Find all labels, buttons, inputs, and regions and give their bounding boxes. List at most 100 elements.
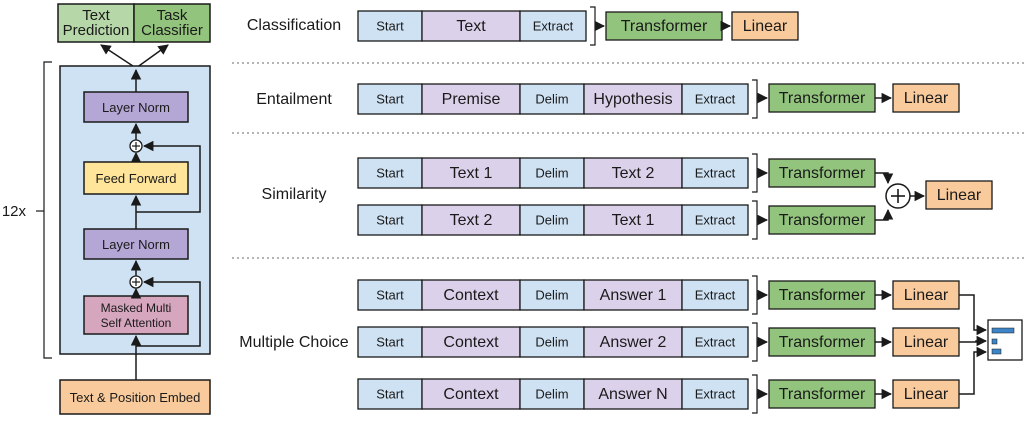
mc-connector-1 — [959, 294, 988, 336]
multiple-choice-row-2-token-extract: Extract — [695, 335, 736, 350]
layer-norm-bottom-label: Layer Norm — [102, 237, 170, 252]
similarity-row-1-token-start: Start — [376, 166, 404, 181]
multiple-choice-row-1-cell-start — [357, 279, 423, 311]
similarity-row-2-token-text-2: Text 2 — [450, 212, 493, 229]
multiple-choice-transformer-3 — [768, 379, 876, 409]
task-label-classification: Classification — [247, 17, 341, 34]
multiple-choice-transformer-2 — [768, 327, 876, 357]
task-label-entailment: Entailment — [256, 91, 332, 108]
multiple-choice-row-1-token-answer-1: Answer 1 — [600, 287, 667, 304]
residual-path-top — [136, 140, 201, 213]
multiple-choice-row-3-token-context: Context — [443, 386, 499, 403]
multiple-choice-row-3-cell-context — [421, 378, 521, 410]
similarity-row-2-cell-text-2 — [421, 204, 521, 236]
multiple-choice-row-2-token-start: Start — [376, 335, 404, 350]
multiple-choice-row-3-cell-delim — [519, 378, 585, 410]
classification-row-token-start: Start — [376, 19, 404, 34]
similarity-row-1-token-extract: Extract — [695, 166, 736, 181]
multiple-choice-transformer-3-label: Transformer — [779, 386, 866, 403]
multiple-choice-transformer-1-label: Transformer — [779, 287, 866, 304]
multiple-choice-row-3-token-start: Start — [376, 387, 404, 402]
layer-norm-top-label: Layer Norm — [102, 100, 170, 115]
multiple-choice-row-1-cell-extract — [681, 279, 749, 311]
similarity-transformer-2-label: Transformer — [779, 212, 866, 229]
similarity-row-2-token-delim: Delim — [535, 213, 568, 228]
similarity-row-1-token-text-1: Text 1 — [450, 165, 493, 182]
multiple-choice-row-2-cell-start — [357, 326, 423, 358]
mc-connector-2 — [959, 335, 988, 347]
layer-norm-bottom — [83, 228, 189, 260]
multiple-choice-row-1-token-context: Context — [443, 287, 499, 304]
text-position-embed-label: Text & Position Embed — [70, 390, 201, 405]
multiple-choice-linear-3 — [892, 379, 960, 409]
entailment-linear-label: Linear — [904, 90, 949, 107]
classification-transformer-label: Transformer — [621, 18, 708, 35]
multiple-choice-row-3-token-answer-n: Answer N — [598, 386, 667, 403]
similarity-row-1-cell-extract — [681, 157, 749, 189]
similarity-row-1-token-text-2: Text 2 — [612, 165, 655, 182]
classification-row-cell-extract — [519, 10, 587, 42]
entailment-row-cell-hypothesis — [583, 83, 683, 115]
multiple-choice-linear-2 — [892, 327, 960, 357]
multiple-choice-row-2-cell-answer-2 — [583, 326, 683, 358]
multiple-choice-transformer-1 — [768, 280, 876, 310]
multiple-choice-row-3-cell-answer-n — [583, 378, 683, 410]
similarity-linear-label: Linear — [937, 187, 982, 204]
residual-path-bottom — [136, 276, 201, 347]
similarity-row-2-bracket — [752, 200, 758, 240]
entailment-row-token-delim: Delim — [535, 92, 568, 107]
multiple-choice-row-3-token-extract: Extract — [695, 387, 736, 402]
classification-transformer — [605, 11, 723, 41]
multiple-choice-row-2-token-context: Context — [443, 334, 499, 351]
multiple-choice-row-1-cell-context — [421, 279, 521, 311]
entailment-row-bracket — [752, 79, 758, 119]
feed-forward — [83, 161, 189, 195]
arrow-to-text-prediction — [100, 44, 137, 69]
classification-linear-label: Linear — [743, 18, 788, 35]
entailment-row-cell-extract — [681, 83, 749, 115]
similarity-linear — [925, 180, 993, 210]
similarity-merge-top — [875, 172, 894, 185]
similarity-transformer-2 — [768, 205, 876, 235]
multiple-choice-row-2-token-delim: Delim — [535, 335, 568, 350]
entailment-row-token-premise: Premise — [442, 91, 501, 108]
classification-row-bracket — [590, 6, 596, 46]
multiple-choice-linear-2-label: Linear — [904, 334, 949, 351]
multiple-choice-row-1-token-start: Start — [376, 288, 404, 303]
entailment-linear — [892, 83, 960, 113]
multiple-choice-row-1-cell-answer-1 — [583, 279, 683, 311]
entailment-transformer — [768, 83, 876, 113]
multiple-choice-row-3-token-delim: Delim — [535, 387, 568, 402]
task-label-multiple-choice: Multiple Choice — [239, 334, 348, 351]
repeat-bracket — [43, 61, 52, 359]
similarity-row-1-cell-start — [357, 157, 423, 189]
multiple-choice-row-1-token-delim: Delim — [535, 288, 568, 303]
multiple-choice-row-3-bracket — [752, 374, 758, 414]
multiple-choice-linear-3-label: Linear — [904, 386, 949, 403]
classification-row-token-text: Text — [456, 18, 486, 35]
classification-linear — [731, 11, 799, 41]
entailment-transformer-label: Transformer — [779, 90, 866, 107]
entailment-row-token-start: Start — [376, 92, 404, 107]
similarity-transformer-1-label: Transformer — [779, 165, 866, 182]
similarity-merge-bottom — [875, 208, 894, 221]
similarity-row-2-cell-extract — [681, 204, 749, 236]
similarity-row-1-token-delim: Delim — [535, 166, 568, 181]
task-classifier-head — [133, 3, 211, 43]
entailment-row-cell-premise — [421, 83, 521, 115]
multiple-choice-row-2-bracket — [752, 322, 758, 362]
entailment-row-token-extract: Extract — [695, 92, 736, 107]
multiple-choice-row-3-cell-extract — [681, 378, 749, 410]
similarity-row-2-token-start: Start — [376, 213, 404, 228]
task-label-similarity: Similarity — [262, 186, 327, 203]
similarity-row-2-token-text-1: Text 1 — [612, 212, 655, 229]
repeat-label: 12x — [2, 203, 27, 220]
entailment-row-token-hypothesis: Hypothesis — [593, 91, 672, 108]
multiple-choice-row-2-token-answer-2: Answer 2 — [600, 334, 667, 351]
multiple-choice-row-1-token-extract: Extract — [695, 288, 736, 303]
classification-row-token-extract: Extract — [533, 19, 574, 34]
